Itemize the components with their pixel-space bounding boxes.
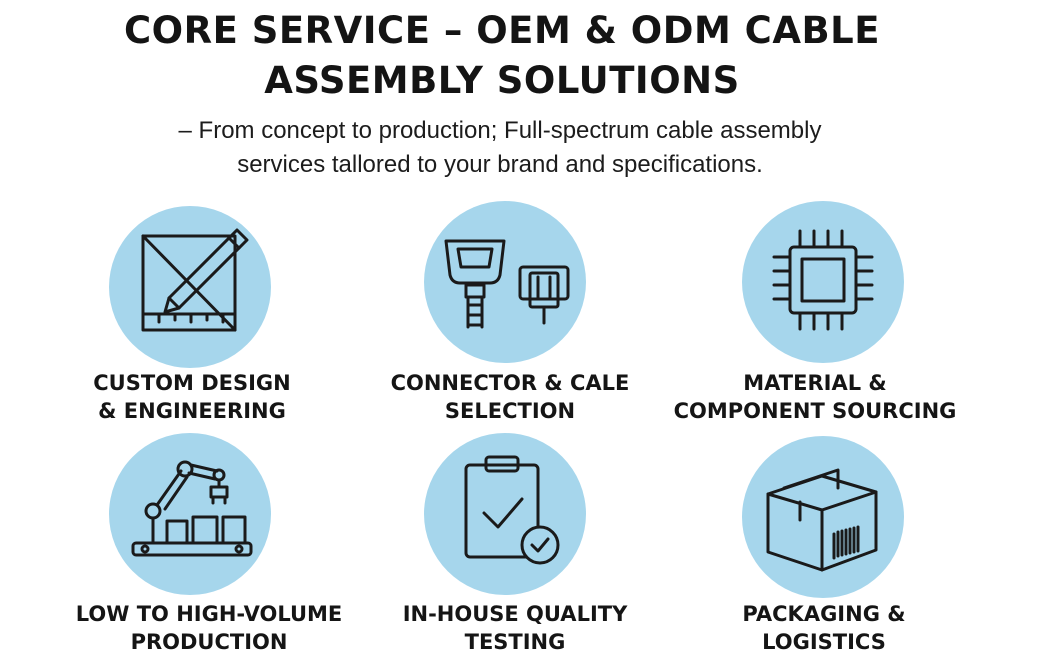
connector-plugs-icon bbox=[444, 239, 570, 329]
service-label: LOW TO HIGH-VOLUME PRODUCTION bbox=[75, 602, 343, 654]
design-pencil-ruler-icon bbox=[141, 228, 249, 332]
robotic-arm-production-icon bbox=[131, 460, 253, 557]
service-icon-circle bbox=[742, 201, 904, 363]
microchip-icon bbox=[772, 229, 874, 331]
service-label: PACKAGING & LOGISTICS bbox=[742, 602, 906, 654]
page-subtitle: – From concept to production; Full-spect… bbox=[178, 117, 822, 178]
service-icon-circle bbox=[742, 436, 904, 598]
service-icon-circle bbox=[424, 433, 586, 595]
service-icon-circle bbox=[109, 206, 271, 368]
package-box-icon bbox=[766, 468, 878, 572]
clipboard-check-icon bbox=[464, 455, 560, 565]
service-icon-circle bbox=[109, 433, 271, 595]
service-label: IN-HOUSE QUALITY TESTING bbox=[402, 602, 628, 654]
service-label: MATERIAL & COMPONENT SOURCING bbox=[673, 371, 957, 423]
service-label: CONNECTOR & CALE SELECTION bbox=[390, 371, 630, 423]
page-title: CORE SERVICE – OEM & ODM CABLE ASSEMBLY … bbox=[123, 9, 881, 102]
service-label: CUSTOM DESIGN & ENGINEERING bbox=[93, 371, 291, 423]
service-icon-circle bbox=[424, 201, 586, 363]
